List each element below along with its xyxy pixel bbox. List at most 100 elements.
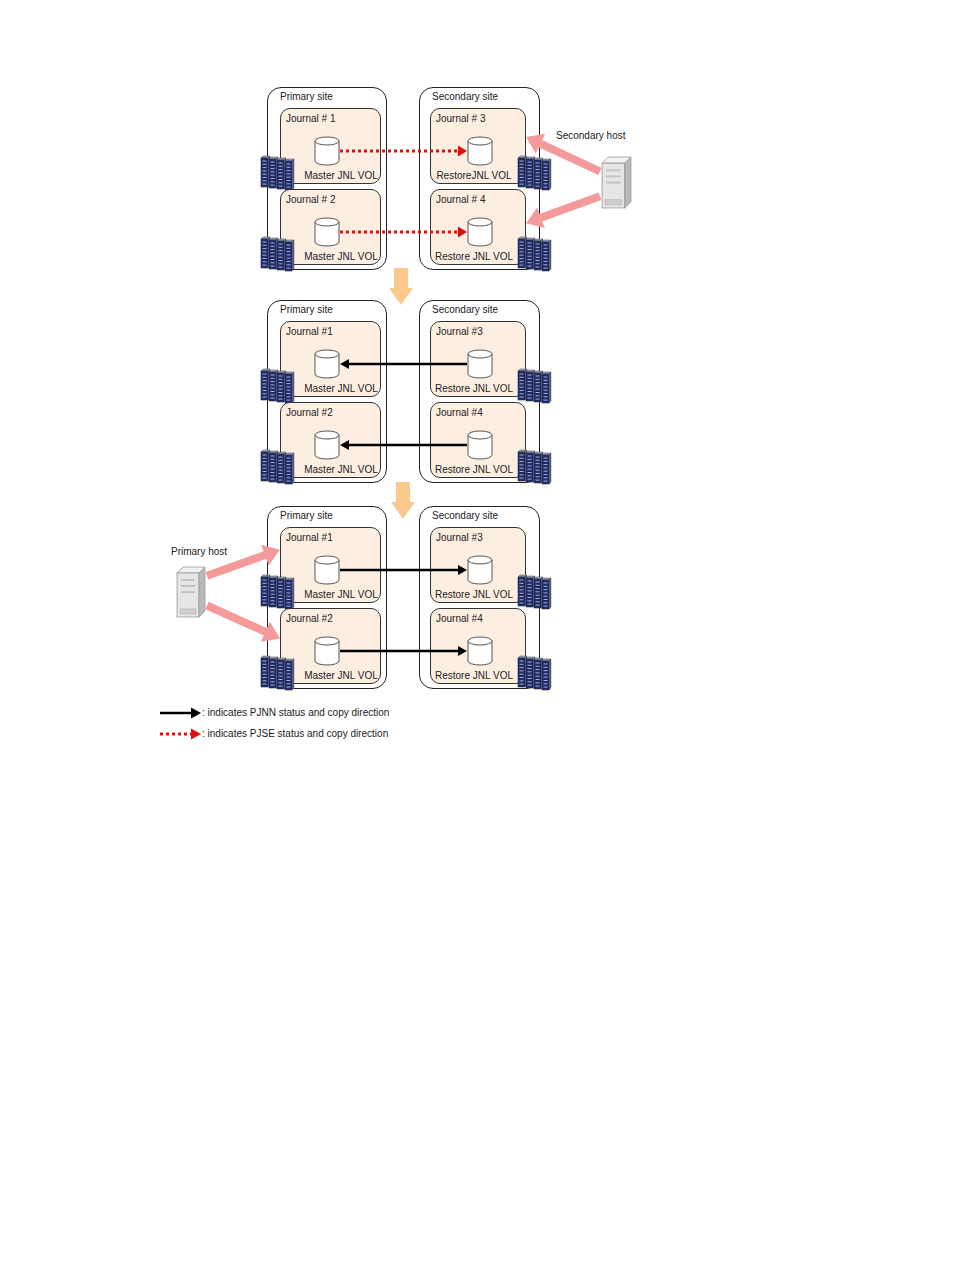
rack-slot	[271, 178, 275, 179]
box-title: Journal # 4	[436, 194, 485, 206]
rack-slot	[528, 262, 532, 263]
rack-slot	[287, 390, 291, 391]
rack-slot	[520, 390, 524, 391]
rack-side	[549, 578, 551, 609]
rack-slot	[263, 596, 267, 597]
rack-slot	[271, 252, 275, 253]
rack-slot	[520, 255, 524, 256]
arrow-shaft	[207, 554, 268, 576]
copy-arrow	[340, 359, 467, 369]
rack-slot	[536, 457, 540, 458]
rack-slot	[528, 590, 532, 591]
rack-slot	[271, 175, 275, 176]
rack-slot	[271, 594, 275, 595]
server-side	[199, 567, 205, 617]
volume-label: Master JNL VOL	[304, 170, 378, 182]
rack-front	[269, 453, 276, 482]
rack-slot	[520, 242, 524, 243]
rack-slot	[279, 460, 283, 461]
rack-slot	[263, 170, 267, 171]
rack-front	[526, 159, 533, 188]
rack-front	[261, 452, 268, 481]
rack-slot	[279, 591, 283, 592]
storage-icon	[260, 236, 298, 272]
rack-slot	[271, 171, 275, 172]
journal-box: Journal #3Restore JNL VOL	[430, 527, 526, 603]
rack-slot	[544, 164, 548, 165]
rack-slot	[279, 585, 283, 586]
rack-front	[285, 661, 292, 690]
rack-slot	[528, 266, 532, 267]
rack-slot	[287, 586, 291, 587]
rack-slot	[263, 393, 267, 394]
box-title: Journal #1	[286, 532, 333, 544]
box-title: Journal # 1	[286, 113, 335, 125]
rack-slot	[544, 261, 548, 262]
cylinder-symbol	[314, 430, 340, 460]
rack-slot	[520, 397, 524, 398]
rack-slot	[287, 383, 291, 384]
rack-slot	[536, 663, 540, 664]
rack-slot	[544, 264, 548, 265]
rack-slot	[271, 168, 275, 169]
rack-slot	[287, 400, 291, 401]
server-base	[605, 200, 622, 205]
rack-slot	[536, 263, 540, 264]
rack-slot	[536, 392, 540, 393]
server-front	[177, 573, 199, 617]
rack-slot	[263, 589, 267, 590]
rack-slot	[536, 672, 540, 673]
rack-front	[277, 241, 284, 270]
cylinder-top	[315, 556, 339, 564]
rack-front	[261, 658, 268, 687]
rack-slot	[279, 399, 283, 400]
storage-icon	[517, 574, 555, 610]
storage-icon	[260, 155, 298, 191]
rack-slot	[544, 258, 548, 259]
rack-slot	[536, 260, 540, 261]
rack-slot	[544, 589, 548, 590]
legend-head	[191, 708, 201, 719]
rack-slot	[536, 179, 540, 180]
rack-slot	[520, 599, 524, 600]
rack-slot	[271, 475, 275, 476]
rack-slot	[528, 462, 532, 463]
server-base	[180, 609, 196, 614]
rack-slot	[287, 173, 291, 174]
rack-slot	[263, 377, 267, 378]
volume-label: Restore JNL VOL	[435, 589, 513, 601]
rack-slot	[536, 682, 540, 683]
rack-slot	[287, 471, 291, 472]
rack-side	[292, 659, 294, 690]
rack-slot	[520, 174, 524, 175]
rack-slot	[536, 172, 540, 173]
cylinder-top	[315, 350, 339, 358]
server-bay	[181, 579, 195, 581]
rack-slot	[528, 391, 532, 392]
cylinder-symbol	[467, 136, 493, 166]
rack-slot	[271, 378, 275, 379]
rack-front	[542, 661, 549, 690]
rack-slot	[287, 264, 291, 265]
rack-slot	[279, 666, 283, 667]
rack-slot	[287, 673, 291, 674]
rack-slot	[263, 242, 267, 243]
storage-icon	[260, 655, 298, 691]
rack-side	[549, 240, 551, 271]
rack-slot	[279, 679, 283, 680]
rack-slot	[263, 251, 267, 252]
rack-slot	[528, 168, 532, 169]
rack-front	[285, 374, 292, 403]
rack-slot	[271, 671, 275, 672]
volume-label: RestoreJNL VOL	[436, 170, 511, 182]
rack-slot	[536, 473, 540, 474]
rack-slot	[520, 455, 524, 456]
box-title: Primary site	[280, 304, 333, 316]
rack-slot	[528, 394, 532, 395]
arrow-head	[261, 622, 280, 642]
rack-slot	[287, 386, 291, 387]
rack-front	[285, 161, 292, 190]
rack-slot	[544, 664, 548, 665]
legend-sample	[158, 727, 204, 741]
rack-slot	[544, 602, 548, 603]
